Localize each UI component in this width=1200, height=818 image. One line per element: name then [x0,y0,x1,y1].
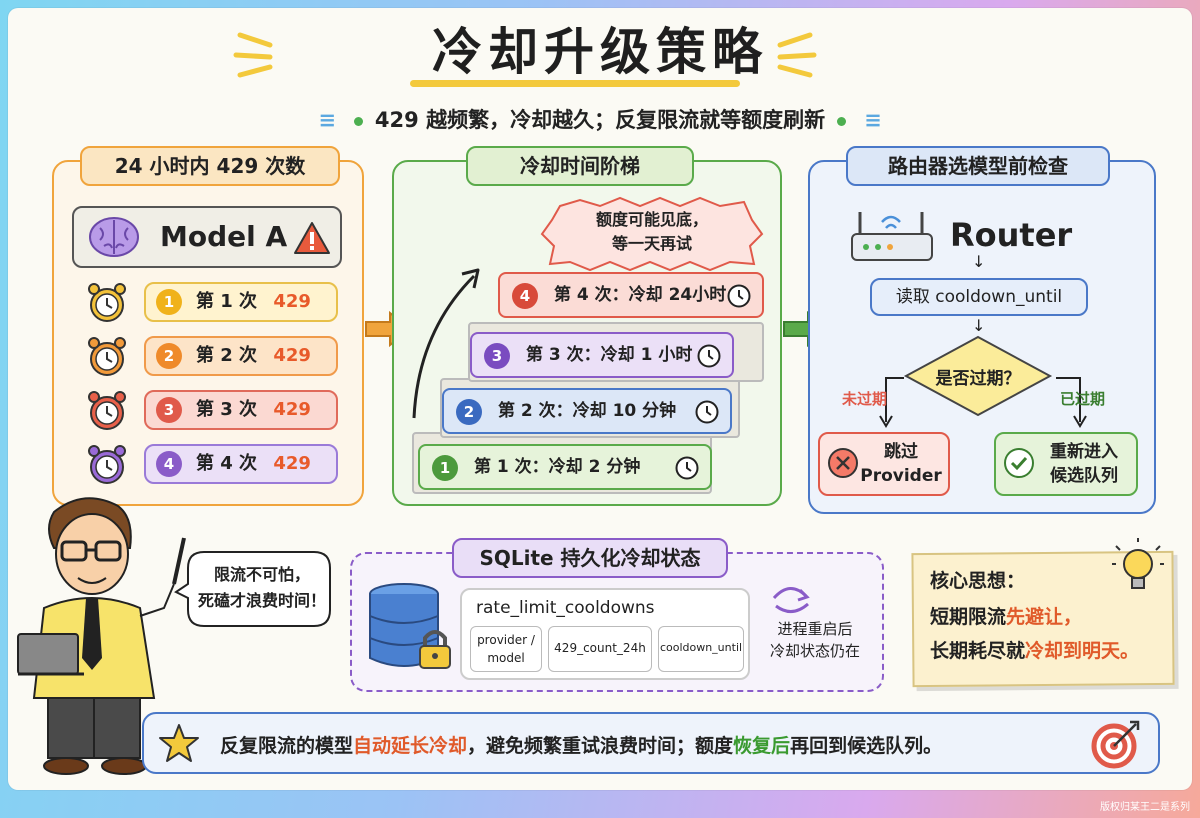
count-row: 1 第 1 次 429 [144,282,338,322]
clock-icon [675,456,699,480]
step-text: 第 3 次：冷却 1 小时 [526,345,693,365]
decision-label: 是否过期？ [935,369,1021,389]
count-label: 第 2 次 [196,345,258,366]
arrow-down-icon: ↓ [972,252,986,271]
requeue-line-1: 重新进入 [1050,442,1118,462]
core-line-2a: 长期耗尽就 [930,640,1026,662]
core-line-1b: 先避让， [1006,606,1083,628]
restart-note-line-1: 进程重启后 [777,620,853,638]
core-line-2b: 冷却到明天。 [1025,640,1140,662]
skip-line-1: 跳过 [884,442,918,462]
model-name: Model A [160,220,288,253]
star-icon [159,724,199,762]
alarm-clock-icon [88,283,126,322]
core-line-1a: 短期限流 [930,606,1007,628]
router-label: Router [950,216,1073,254]
dash-icon: ≡ [318,108,336,132]
ladder-panel-title: 冷却时间阶梯 [466,146,694,186]
count-code: 429 [273,399,311,420]
core-idea-title: 核心思想： [930,570,1026,592]
column-cooldown-until: cooldown_until [658,626,744,672]
check-icon [1004,448,1034,478]
count-number: 3 [156,397,182,423]
ladder-step: 1 第 1 次：冷却 2 分钟 [418,444,712,490]
skip-line-2: Provider [860,466,942,486]
title-underline [410,80,740,87]
step-number: 3 [484,343,510,369]
ladder-step: 4 第 4 次：冷却 24小时 [498,272,764,318]
warning-icon [294,222,330,254]
count-number: 2 [156,343,182,369]
count-code: 429 [273,291,311,312]
count-row: 3 第 3 次 429 [144,390,338,430]
lightbulb-icon [1112,538,1164,589]
count-label: 第 1 次 [196,291,258,312]
count-code: 429 [273,453,311,474]
count-number: 1 [156,289,182,315]
alarm-clock-icon [88,445,126,484]
target-icon [1091,720,1140,769]
burst-callout [540,196,764,272]
rising-arrow [412,268,480,419]
requeue-line-2: 候选队列 [1050,466,1118,486]
count-label: 第 4 次 [196,453,258,474]
ladder-step: 3 第 3 次：冷却 1 小时 [470,332,734,378]
branch-lines [879,377,1087,428]
dash-icon: ≡ [864,108,882,132]
branch-not-expired: 未过期 [842,390,888,408]
burst-line-1: 额度可能见底， [595,210,708,229]
bullet-dot [353,116,363,126]
alarm-clock-icon [88,391,126,430]
brain-icon [89,217,139,257]
step-text: 第 4 次：冷却 24小时 [554,285,727,305]
column-429-count: 429_count_24h [548,626,652,672]
speech-line-1: 限流不可怕， [213,565,310,584]
table-name: rate_limit_cooldowns [476,598,655,618]
speech-line-2: 死磕才浪费时间！ [197,591,326,610]
count-code: 429 [273,345,311,366]
subtitle: 429 越频繁，冷却越久；反复限流就等额度刷新 [374,108,826,132]
clock-icon [695,400,719,424]
arrow-down-icon: ↓ [972,316,986,335]
schema-table [460,588,750,680]
decision-diamond [903,335,1053,417]
step-text: 第 2 次：冷却 10 分钟 [498,401,677,421]
spark-lines-icon [233,32,273,78]
count-panel-title: 24 小时内 429 次数 [80,146,340,186]
sqlite-panel-title: SQLite 持久化冷却状态 [452,538,728,578]
step-number: 4 [512,283,538,309]
burst-line-2: 等一天再试 [611,234,692,253]
count-label: 第 3 次 [196,399,258,420]
cross-icon [828,448,858,478]
restart-note-line-2: 冷却状态仍在 [769,642,860,660]
person-illustration [17,497,186,775]
speech-bubble [174,551,331,627]
lock-icon [419,630,451,669]
read-cooldown-step: 读取 cooldown_until [870,278,1088,316]
branch-expired: 已过期 [1060,390,1106,408]
count-number: 4 [156,451,182,477]
spark-lines-icon [777,32,817,78]
count-row: 2 第 2 次 429 [144,336,338,376]
clock-icon [727,284,751,308]
ladder-step: 2 第 2 次：冷却 10 分钟 [442,388,732,434]
router-panel-title: 路由器选模型前检查 [846,146,1110,186]
watermark: 版权归某王二是系列 [1100,802,1190,813]
step-text: 第 1 次：冷却 2 分钟 [474,457,641,477]
footer-banner [142,712,1160,774]
cycle-arrows-icon [772,587,810,613]
step-number: 2 [456,399,482,425]
page-title: 冷却升级策略 [432,23,768,81]
alarm-clock-icon [88,337,126,376]
bullet-dot [837,116,847,126]
step-number: 1 [432,455,458,481]
footer-text: 反复限流的模型自动延长冷却，避免频繁重试浪费时间；额度恢复后再回到候选队列。 [220,735,943,757]
clock-icon [697,344,721,368]
count-row: 4 第 4 次 429 [144,444,338,484]
router-icon [851,212,933,261]
column-provider-model: provider / model [470,626,542,672]
